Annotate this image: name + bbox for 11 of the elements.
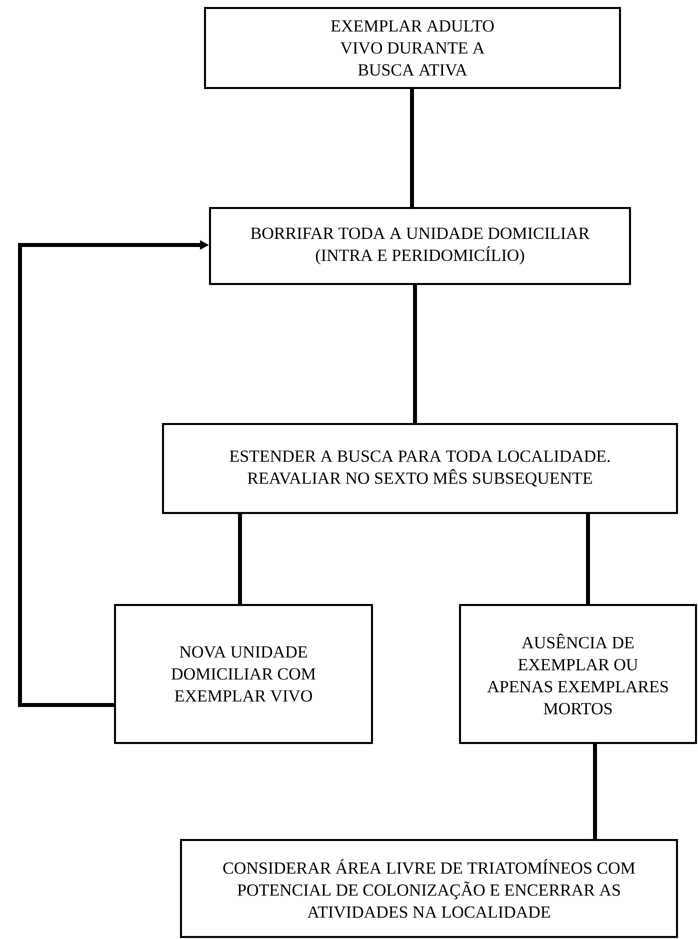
process-box: AUSÊNCIA DE EXEMPLAR OU APENAS EXEMPLARES MORTOS [459, 604, 697, 744]
process-box: EXEMPLAR ADULTO VIVO DURANTE A BUSCA ATIVA [204, 7, 621, 89]
process-box: NOVA UNIDADE DOMICILIAR COM EXEMPLAR VIVO [114, 604, 373, 744]
process-box: ESTENDER A BUSCA PARA TODA LOCALIDADE. REAVALIAR NO SEXTO MÊS SUBSEQUENTE [162, 423, 678, 514]
process-box: CONSIDERAR ÁREA LIVRE DE TRIATOMÍNEOS COM POTENCIAL DE COLONIZAÇÃO E ENCERRAR AS ATIVIDADES NA LOCALIDADE [180, 839, 678, 938]
process-box: BORRIFAR TODA A UNIDADE DOMICILIAR (INTRA E PERIDOMICÍLIO) [209, 207, 631, 285]
connector [593, 744, 597, 839]
connector [410, 89, 414, 207]
connector [586, 514, 590, 604]
connector [413, 285, 417, 423]
connector [238, 514, 242, 604]
